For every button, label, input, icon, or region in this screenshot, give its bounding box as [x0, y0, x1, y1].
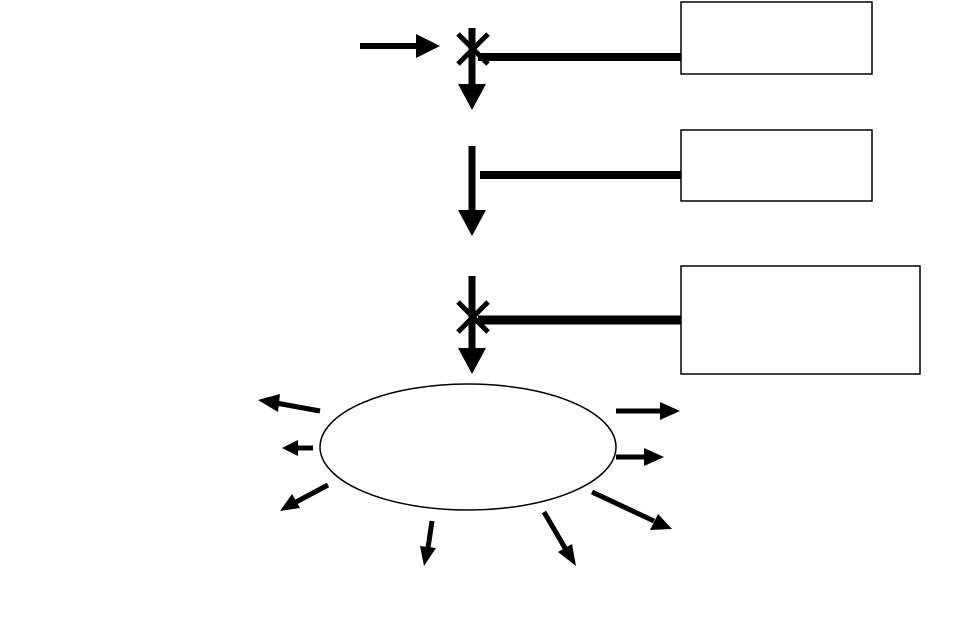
top-vertical-arrow — [458, 28, 486, 110]
box-top — [680, 1, 873, 75]
outward-arrow-right-middle — [616, 448, 664, 466]
ellipse-node — [319, 383, 617, 511]
outward-arrow-right-upper — [616, 402, 680, 420]
x-mark-icon — [456, 300, 490, 334]
outward-arrow-bottom-left — [420, 520, 436, 566]
outward-arrow-left-middle — [282, 440, 313, 456]
middle-vertical-arrow — [458, 146, 486, 236]
outward-arrow-right-lower — [590, 489, 672, 530]
outward-arrow-left-lower — [280, 482, 330, 511]
input-arrow — [360, 34, 440, 58]
outward-arrow-bottom-right — [541, 510, 576, 566]
box-bottom — [680, 265, 921, 375]
outward-arrow-left-upper — [258, 394, 321, 414]
box-middle — [680, 129, 873, 202]
